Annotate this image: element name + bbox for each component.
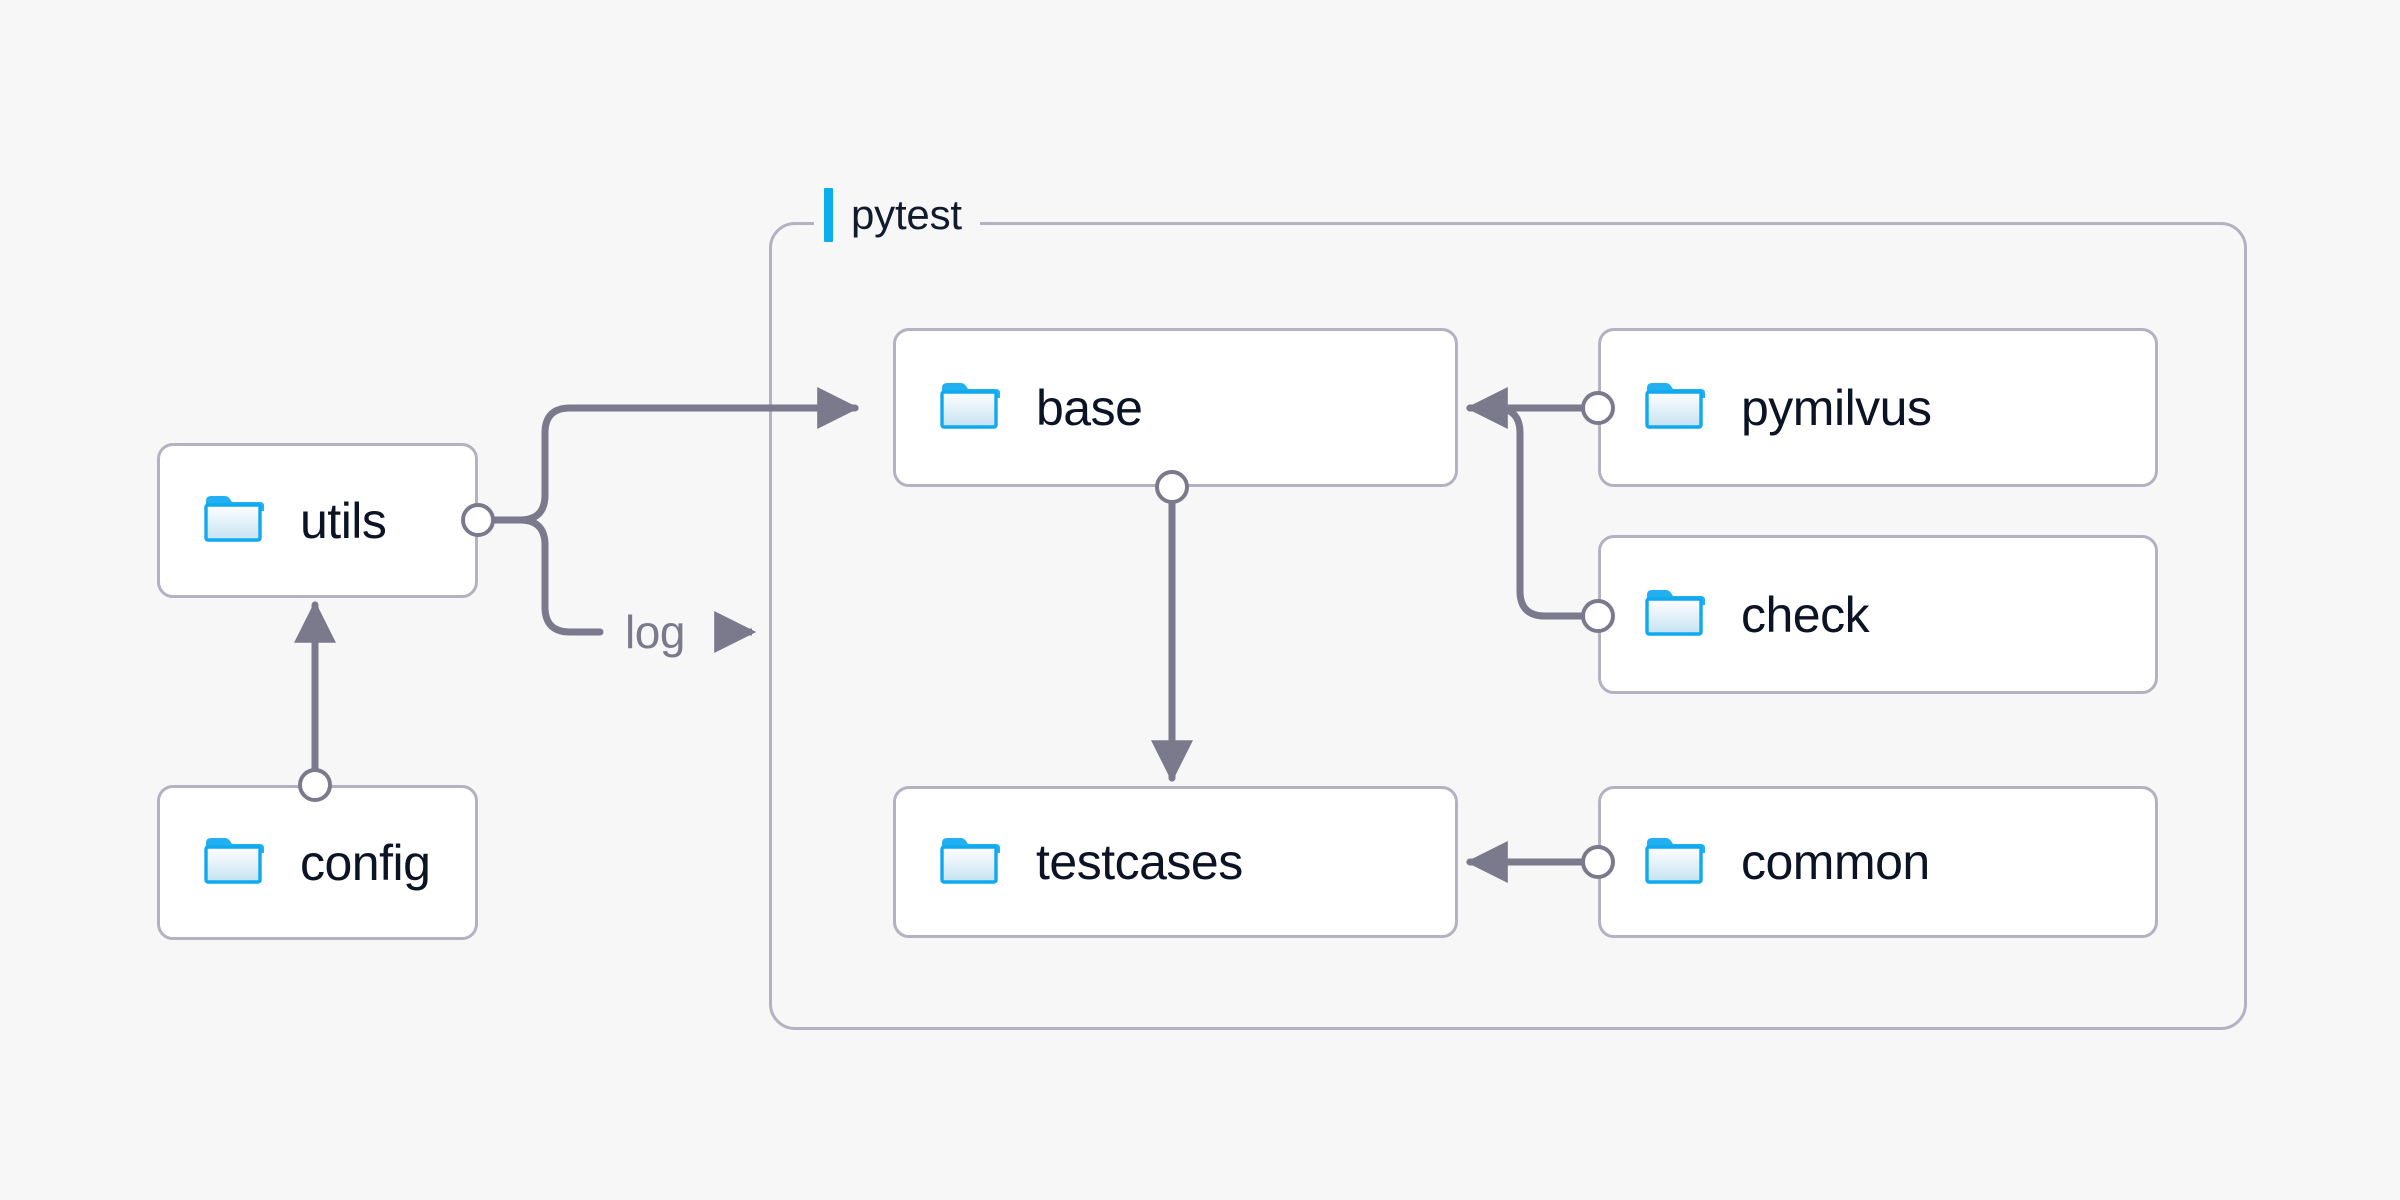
node-testcases[interactable]: testcases (893, 786, 1458, 938)
group-pytest (769, 222, 2247, 1030)
folder-icon (1643, 834, 1705, 891)
group-pytest-label: pytest (814, 184, 980, 246)
port-utils-right[interactable] (461, 503, 495, 537)
node-common-label: common (1741, 834, 1930, 890)
port-check-left[interactable] (1581, 599, 1615, 633)
group-title-text: pytest (851, 191, 962, 238)
node-check-label: check (1741, 586, 1870, 643)
folder-icon (202, 834, 264, 891)
node-utils-label: utils (300, 492, 387, 549)
port-config-top[interactable] (298, 768, 332, 802)
folder-icon (1643, 586, 1705, 643)
folder-icon (1643, 379, 1705, 436)
node-common[interactable]: common (1598, 786, 2158, 938)
node-pymilvus-label: pymilvus (1741, 379, 1932, 436)
node-testcases-label: testcases (1036, 834, 1243, 890)
node-utils[interactable]: utils (157, 443, 478, 598)
folder-icon (938, 379, 1000, 436)
folder-icon (202, 492, 264, 549)
node-config-label: config (300, 834, 431, 891)
port-common-left[interactable] (1581, 845, 1615, 879)
node-base-label: base (1036, 379, 1143, 436)
edge-utils-log (491, 516, 604, 636)
node-config[interactable]: config (157, 785, 478, 940)
node-check[interactable]: check (1598, 535, 2158, 694)
port-pymilvus-left[interactable] (1581, 391, 1615, 425)
port-base-bottom[interactable] (1155, 470, 1189, 504)
group-accent-bar (824, 188, 833, 242)
node-pymilvus[interactable]: pymilvus (1598, 328, 2158, 487)
node-base[interactable]: base (893, 328, 1458, 487)
folder-icon (938, 834, 1000, 891)
edge-label-log: log (617, 605, 693, 659)
